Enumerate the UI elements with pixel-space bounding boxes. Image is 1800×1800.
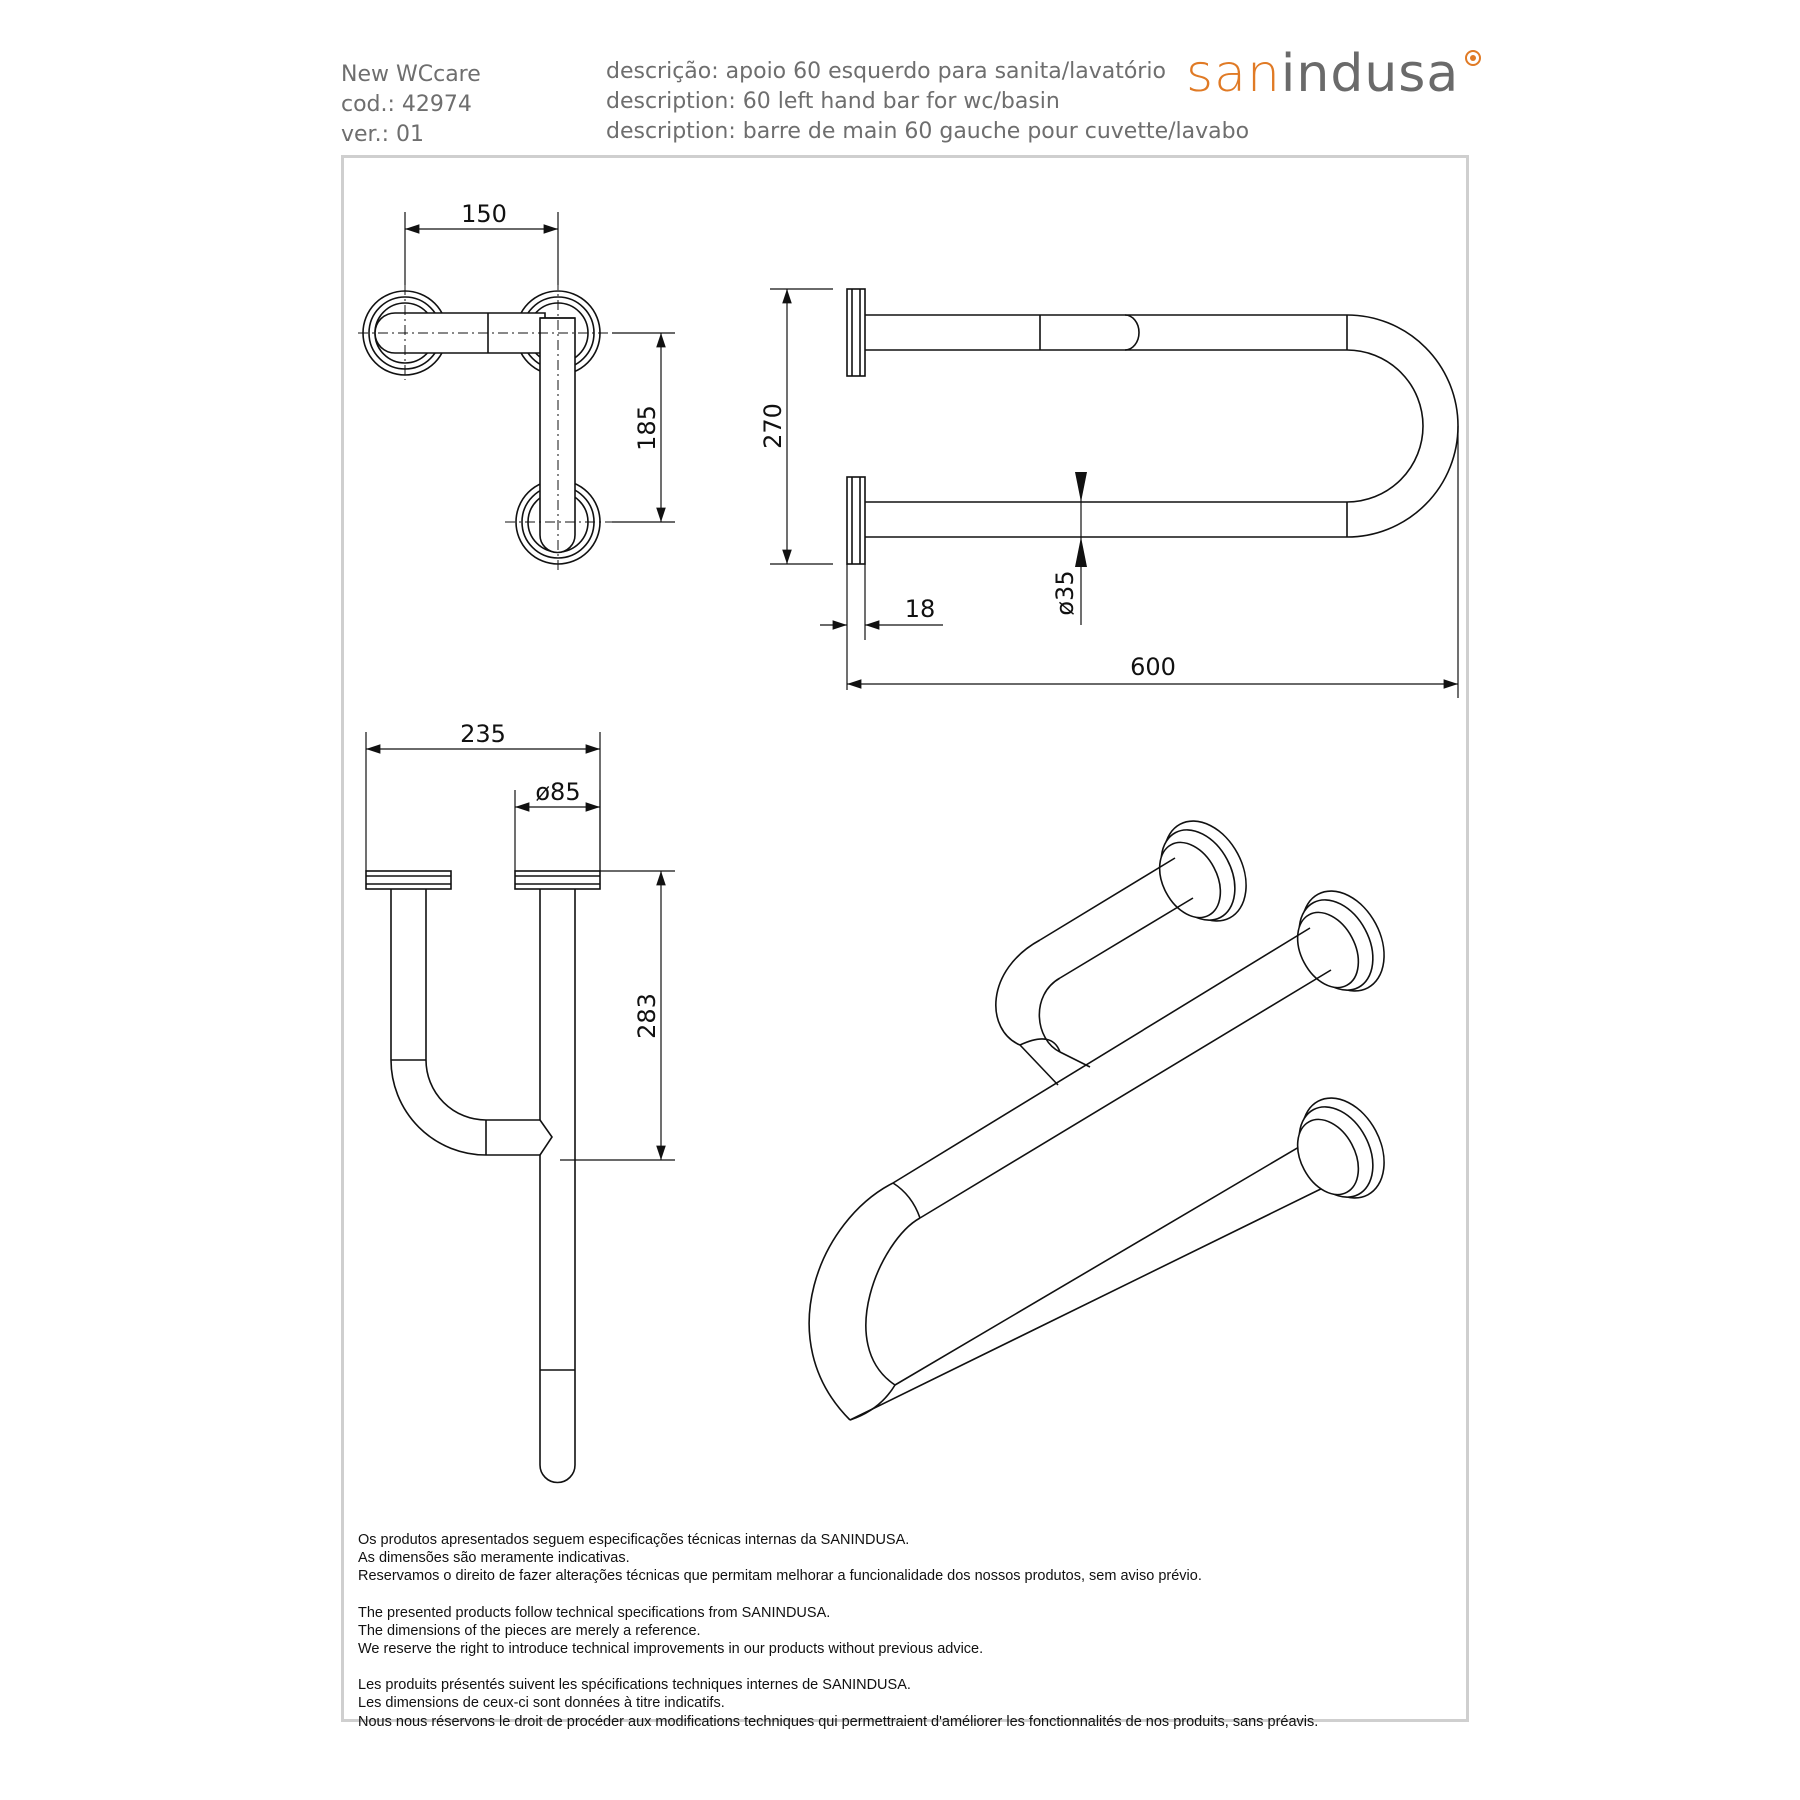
description-en: description: 60 left hand bar for wc/bas… <box>606 89 1060 114</box>
note-line: Nous nous réservons le droit de procéder… <box>358 1713 1319 1730</box>
dim-total-length: 600 <box>1130 653 1176 681</box>
description-fr: description: barre de main 60 gauche pou… <box>606 119 1250 144</box>
dimension-150: 150 <box>404 200 559 285</box>
note-line: Reservamos o direito de fazer alterações… <box>358 1568 1202 1585</box>
dim-flange-thickness: 18 <box>905 595 936 623</box>
note-line: As dimensões são meramente indicativas. <box>358 1550 630 1567</box>
note-line: Les dimensions de ceux-ci sont données à… <box>358 1695 725 1712</box>
top-view: 150 185 <box>358 200 675 570</box>
dimension-283: 283 <box>560 870 675 1161</box>
sanindusa-logo: sanindusa <box>1186 44 1482 104</box>
dim-side-height: 270 <box>759 403 787 449</box>
logo-part-san: san <box>1186 44 1281 104</box>
dim-top-width: 150 <box>461 200 507 228</box>
logo-part-indusa: indusa <box>1280 44 1460 104</box>
isometric-view <box>808 820 1385 1421</box>
front-view-flanges <box>365 870 601 890</box>
dimension-185: 185 <box>612 332 675 523</box>
dim-flange-diameter: ø85 <box>535 778 580 806</box>
iso-arm-main <box>808 927 1334 1421</box>
disclaimer-notes: Os produtos apresentados seguem especifi… <box>358 1513 1318 1749</box>
dimension-270: 270 <box>759 288 833 565</box>
product-version: ver.: 01 <box>341 122 424 147</box>
note-line: Os produtos apresentados seguem especifi… <box>358 1532 910 1548</box>
dimension-ø35: ø35 <box>1051 472 1087 625</box>
side-view-flange-upper <box>846 288 866 377</box>
side-view: 270 ø35 18 600 <box>759 288 1459 698</box>
iso-flange-mid <box>1296 890 1385 992</box>
dimension-600: 600 <box>847 426 1459 698</box>
dimension-18: 18 <box>820 564 943 690</box>
header-product-info: New WCcare cod.: 42974 ver.: 01 <box>341 60 481 150</box>
logo-mark-icon <box>1465 50 1482 66</box>
dim-front-height: 283 <box>633 993 661 1039</box>
front-view: 235 ø85 283 <box>365 720 675 1484</box>
description-pt: descrição: apoio 60 esquerdo para sanita… <box>606 59 1166 84</box>
product-line: New WCcare <box>341 62 481 87</box>
iso-arm-far <box>995 857 1194 1086</box>
dim-top-depth: 185 <box>633 405 661 451</box>
note-line: The dimensions of the pieces are merely … <box>358 1622 701 1639</box>
dim-front-width: 235 <box>460 720 506 748</box>
dimension-ø85: ø85 <box>514 778 601 871</box>
dim-tube-diameter: ø35 <box>1051 570 1079 615</box>
dimension-235: 235 <box>365 720 601 871</box>
side-view-bar <box>865 314 1459 538</box>
side-view-flange-lower <box>846 476 866 565</box>
header-descriptions: descrição: apoio 60 esquerdo para sanita… <box>606 57 1249 147</box>
drawing-frame <box>341 155 1469 1722</box>
note-line: Les produits présentés suivent les spéci… <box>358 1677 911 1694</box>
front-view-bar <box>390 889 576 1484</box>
iso-flange-near <box>1296 1097 1385 1199</box>
note-line: The presented products follow technical … <box>358 1604 831 1621</box>
iso-flange-far <box>1158 820 1247 922</box>
note-line: We reserve the right to introduce techni… <box>358 1641 984 1658</box>
product-code: cod.: 42974 <box>341 92 472 117</box>
